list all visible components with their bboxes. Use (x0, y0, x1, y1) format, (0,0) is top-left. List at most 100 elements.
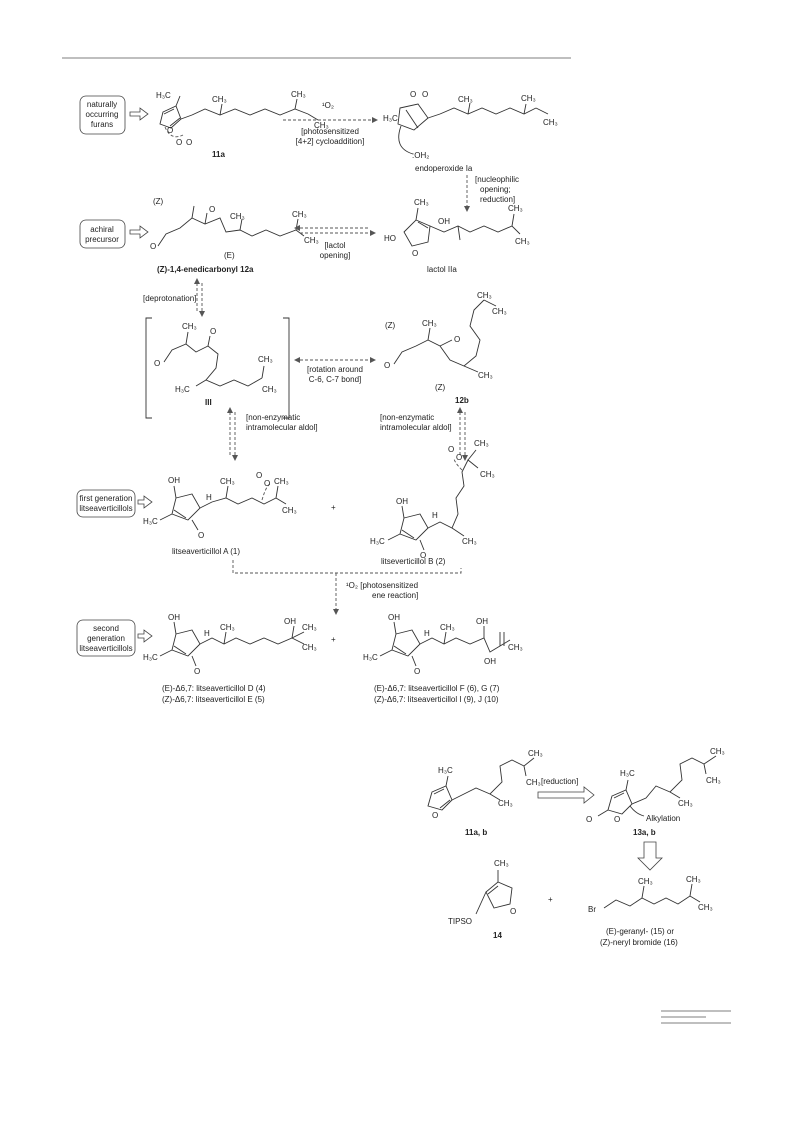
box-second-generation: second generation litseaverticillols (76, 619, 136, 657)
open-arrow-icon (537, 786, 595, 804)
step-aldol-left-line2: intramolecular aldol] (246, 423, 318, 432)
atom-oh: OH (396, 497, 408, 506)
atom-ch3: CH₃ (274, 477, 289, 486)
atom-ch3: CH₃ (414, 198, 429, 207)
atom-ch3: CH₃ (262, 385, 277, 394)
atom-ho: HO (384, 234, 396, 243)
open-arrow-icon (137, 629, 153, 643)
atom-o: O (194, 667, 200, 676)
atom-ch3: CH₃ (678, 799, 693, 808)
step-rotation-line1: [rotation around (307, 365, 363, 374)
label-bromide-16: (Z)-neryl bromide (16) (600, 938, 678, 947)
atom-o: O (456, 453, 462, 462)
step-cyclo-line1: [photosensitized (301, 127, 359, 136)
step-cyclo-line2: [4+2] cycloaddition] (296, 137, 365, 146)
atom-o: O (210, 327, 216, 336)
molecule-litseaverticillol-de: OH H CH₃ OH CH₃ CH₃ H₃C O (E)-Δ6,7: lits… (143, 613, 317, 704)
atom-o: O (454, 335, 460, 344)
atom-ch3: CH₃ (258, 355, 273, 364)
step-ene-line1: ¹O₂ [photosensitized (346, 581, 418, 590)
molecule-lactol: CH₃ OH HO O CH₃ CH₃ lactol IIa (384, 198, 530, 274)
arrowhead-icon (462, 455, 468, 461)
plus-sign: + (331, 503, 336, 512)
atom-h3c: H₃C (438, 766, 453, 775)
atom-o: O (432, 811, 438, 820)
molecule-endoperoxide: H₃C O O CH₃ CH₃ CH₃ :OH₂ endoperoxide Ia (383, 90, 558, 173)
box-naturally-occurring: naturally occurring furans (79, 95, 126, 135)
atom-oh: OH (438, 217, 450, 226)
molecule-bromide: Br CH₃ CH₃ CH₃ (E)-geranyl- (15) or (Z)-… (588, 875, 713, 947)
molecule-litseaverticillol-fgij: OH H CH₃ OH OH CH₃ H₃C O (E)-Δ6,7: litse… (363, 613, 523, 704)
molecule-III: O O CH₃ H₃C CH₃ CH₃ III (154, 322, 277, 407)
box-second-line2: generation (87, 634, 125, 643)
step-aldol-right-line1: [non-enzymatic (380, 413, 434, 422)
label-11a: 11a (212, 150, 225, 159)
arrowhead-icon (464, 206, 470, 212)
atom-o: O (510, 907, 516, 916)
atom-h3c: H₃C (175, 385, 190, 394)
atom-oh: OH (484, 657, 496, 666)
atom-o: O (198, 531, 204, 540)
label-lit-fg: (E)-Δ6,7: litseaverticillol F (6), G (7) (374, 684, 500, 693)
atom-oh: OH (168, 476, 180, 485)
atom-oh: OH (476, 617, 488, 626)
atom-ch3: CH₃ (478, 371, 493, 380)
stereo-z: (Z) (435, 383, 446, 392)
box-achiral-precursor: achiral precursor (79, 219, 126, 249)
atom-ch3: CH₃ (480, 470, 495, 479)
atom-oh: OH (388, 613, 400, 622)
arrowhead-icon (372, 117, 378, 123)
step-1o2: ¹O₂ (322, 101, 334, 110)
label-lit-a: litseaverticillol A (1) (172, 547, 240, 556)
open-down-arrow-icon (637, 841, 663, 871)
molecule-14: CH₃ O TIPSO 14 (448, 859, 516, 940)
box-achiral-line2: precursor (85, 235, 119, 244)
step-deprot: [deprotonation] (143, 294, 196, 303)
open-arrow-icon (129, 107, 149, 121)
atom-o: O (410, 90, 416, 99)
molecule-12a: O O CH₃ CH₃ CH₃ (Z) (E) (Z)-1,4-enedicar… (150, 197, 319, 274)
atom-oh: OH (284, 617, 296, 626)
atom-h3c: H₃C (363, 653, 378, 662)
box-second-line3: litseaverticillols (79, 644, 132, 653)
atom-o: O (614, 815, 620, 824)
atom-h3c: H₃C (620, 769, 635, 778)
atom-ch3: CH₃ (528, 749, 543, 758)
atom-o: O (150, 242, 156, 251)
atom-o: O (414, 667, 420, 676)
box-first-line2: litseaverticillols (79, 504, 132, 513)
bracket-left (145, 317, 152, 419)
atom-ch3: CH₃ (492, 307, 507, 316)
atom-ch3: CH₃ (292, 210, 307, 219)
arrowhead-icon (199, 311, 205, 317)
label-lit-b: litseverticillol B (2) (381, 557, 446, 566)
arrowhead-icon (370, 230, 376, 236)
atom-o: O (586, 815, 592, 824)
atom-h3c: H₃C (383, 114, 398, 123)
box-first-generation: first generation litseaverticillols (76, 489, 136, 518)
box-first-line1: first generation (80, 494, 133, 503)
atom-ch3: CH₃ (230, 212, 245, 221)
atom-o: O (422, 90, 428, 99)
atom-o: O (264, 479, 270, 488)
atom-h3c: H₃C (156, 91, 171, 100)
step-lactol-line2: opening] (320, 251, 351, 260)
label-lit-d: (E)-Δ6,7: litseaverticillol D (4) (162, 684, 266, 693)
label-alkylation: Alkylation (646, 814, 680, 823)
atom-ch3: CH₃ (422, 319, 437, 328)
atom-h: H (432, 511, 438, 520)
open-arrow-icon (137, 495, 153, 509)
arrowhead-icon (370, 357, 376, 363)
atom-ch3: CH₃ (440, 623, 455, 632)
atom-ch3: CH₃ (494, 859, 509, 868)
atom-ch3: CH₃ (474, 439, 489, 448)
atom-ch3: CH₃ (314, 121, 329, 130)
atom-oh: OH (168, 613, 180, 622)
label-14: 14 (493, 931, 502, 940)
label-bromide-15: (E)-geranyl- (15) or (606, 927, 674, 936)
box-achiral-line1: achiral (90, 225, 114, 234)
atom-h3c: H₃C (143, 653, 158, 662)
step-nucleo-line2: opening; (480, 185, 511, 194)
step-nucleo-line3: reduction] (480, 195, 515, 204)
open-arrow-icon (129, 225, 149, 239)
